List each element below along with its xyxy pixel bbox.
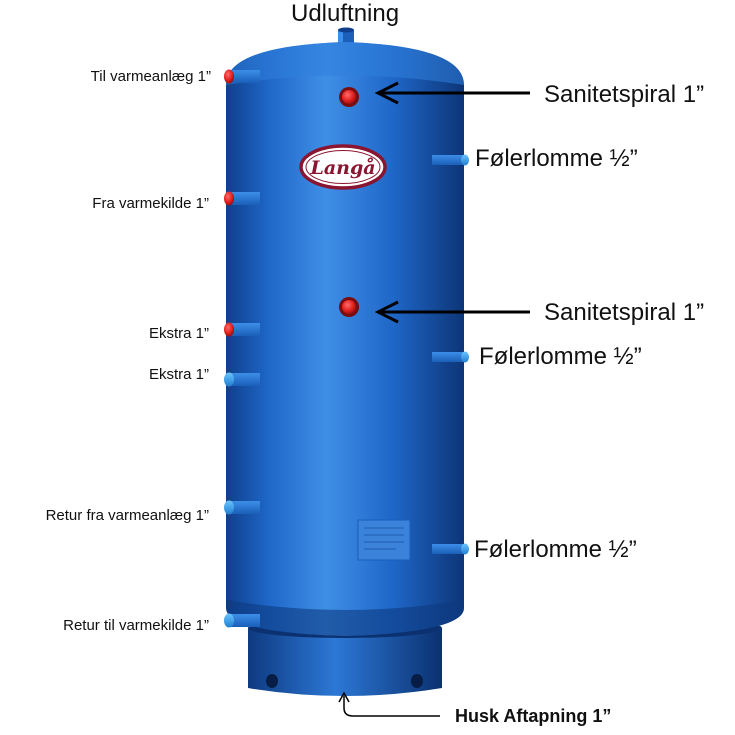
right-label-sanitetspiral-upper: Sanitetspiral 1” bbox=[544, 81, 705, 108]
rating-plate bbox=[357, 519, 411, 561]
left-label-fra-varmekilde: Fra varmekilde 1” bbox=[92, 195, 209, 212]
right-label-folerlomme-1: Følerlomme ½” bbox=[475, 145, 638, 172]
left-port-4 bbox=[224, 372, 260, 387]
right-label-sanitetspiral-lower: Sanitetspiral 1” bbox=[544, 299, 705, 326]
left-label-til-varmeanlaeg: Til varmeanlæg 1” bbox=[90, 68, 211, 85]
tank-body bbox=[226, 42, 464, 636]
left-port-2 bbox=[224, 191, 260, 206]
sanitary-port-lower bbox=[339, 297, 359, 317]
sanitary-port-upper bbox=[339, 87, 359, 107]
vent-label: Udluftning bbox=[291, 0, 400, 27]
arrow-sanitary-lower bbox=[374, 300, 530, 324]
sensor-pocket-1 bbox=[432, 154, 469, 166]
left-label-retur-til-varmekilde: Retur til varmekilde 1” bbox=[63, 617, 209, 634]
left-port-3 bbox=[224, 322, 260, 337]
left-port-5 bbox=[224, 500, 260, 515]
right-label-folerlomme-2: Følerlomme ½” bbox=[479, 343, 642, 370]
sensor-pocket-3 bbox=[432, 543, 469, 555]
right-label-folerlomme-3: Følerlomme ½” bbox=[474, 536, 637, 563]
left-port-1 bbox=[224, 69, 260, 84]
left-label-retur-fra-varmeanlaeg: Retur fra varmeanlæg 1” bbox=[45, 507, 209, 524]
sensor-pocket-2 bbox=[432, 351, 469, 363]
arrow-sanitary-upper bbox=[374, 81, 530, 105]
svg-text:Langå: Langå bbox=[309, 156, 375, 179]
left-label-ekstra-1: Ekstra 1” bbox=[148, 325, 209, 342]
arrow-drain bbox=[338, 691, 440, 717]
drain-label: Husk Aftapning 1” bbox=[455, 706, 612, 726]
left-label-ekstra-2: Ekstra 1” bbox=[148, 366, 209, 383]
langa-logo: Langå bbox=[299, 144, 387, 190]
left-port-6 bbox=[224, 613, 260, 628]
